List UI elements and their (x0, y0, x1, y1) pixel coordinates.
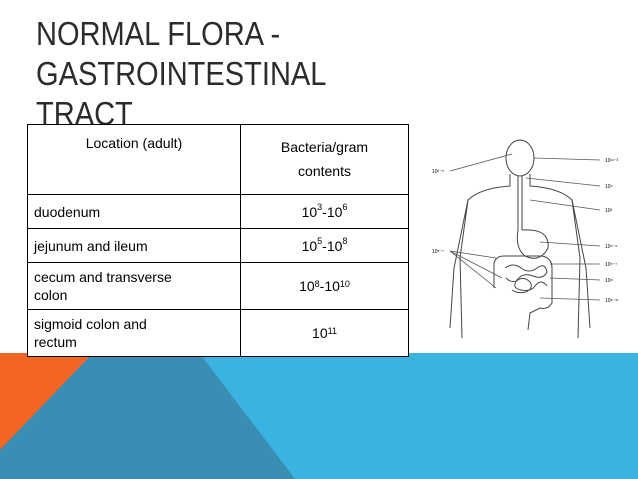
gi-tract-diagram: 10²⁻⁵ 10¹¹⁻³ 10⁴ 10² 10⁵⁻⁶ 10⁵⁻⁷ 10⁸ 10⁸… (432, 139, 619, 338)
colon (493, 255, 553, 331)
head-outline (505, 139, 535, 177)
slide-title: NORMAL FLORA - GASTROINTESTINAL TRACT (36, 14, 546, 134)
diagram-label: 10⁵⁻⁷ (432, 249, 444, 255)
row-count: 1011 (240, 309, 409, 357)
flora-table: Location (adult) Bacteria/gram contents … (27, 124, 409, 357)
table-row: duodenum 103-106 (27, 194, 409, 229)
row-location: duodenum (27, 194, 241, 229)
diagram-label: 10²⁻⁵ (432, 169, 444, 175)
teal-overlap (0, 325, 295, 479)
arms-outline (449, 199, 591, 329)
diagram-labels: 10²⁻⁵ 10¹¹⁻³ 10⁴ 10² 10⁵⁻⁶ 10⁵⁻⁷ 10⁸ 10⁸… (432, 158, 619, 304)
esophagus (517, 176, 523, 230)
diagram-label: 10⁸ (605, 278, 613, 284)
torso-outline (459, 174, 581, 338)
stomach (516, 229, 549, 259)
diagram-label: 10⁸⁻¹¹ (605, 298, 619, 304)
table-row: jejunum and ileum 105-108 (27, 228, 409, 263)
row-location: jejunum and ileum (27, 228, 241, 263)
diagram-label: 10⁴ (605, 184, 613, 190)
row-count: 103-106 (240, 194, 409, 229)
header-location: Location (adult) (27, 124, 241, 195)
diagram-label: 10⁵⁻⁶ (605, 244, 617, 250)
small-intestine (504, 264, 548, 294)
slide-title-line1: NORMAL FLORA - GASTROINTESTINAL (36, 15, 327, 92)
row-count: 105-108 (240, 228, 409, 263)
row-count: 108-1010 (240, 262, 409, 310)
diagram-label: 10² (605, 208, 613, 214)
diagram-label: 10⁵⁻⁷ (605, 262, 617, 268)
header-bacteria: Bacteria/gram contents (240, 124, 409, 195)
header-bacteria-line1: Bacteria/gram (280, 139, 369, 155)
diagram-label: 10¹¹⁻³ (605, 158, 619, 164)
header-bacteria-line2: contents (298, 163, 351, 179)
table-header-row: Location (adult) Bacteria/gram contents (27, 124, 409, 195)
